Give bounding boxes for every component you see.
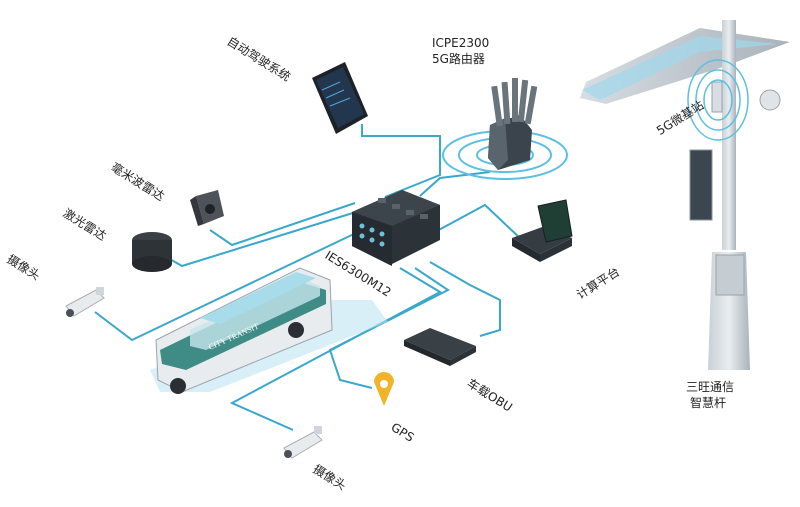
- camera-left: [65, 287, 105, 317]
- label-smart-pole-line2: 智慧杆: [690, 396, 727, 410]
- ies-switch: [352, 190, 440, 266]
- link-mmwave: [209, 202, 356, 247]
- label-router-name: 5G路由器: [432, 52, 485, 66]
- label-router-model: ICPE2300: [432, 36, 490, 50]
- pole-screen: [689, 149, 713, 221]
- base-station-wave-icon: [687, 59, 749, 141]
- compute-platform: [512, 199, 573, 262]
- gps-antenna: [374, 372, 394, 406]
- base-station-unit: [711, 81, 723, 113]
- link-camera-left: [94, 231, 359, 342]
- camera-bottom: [283, 426, 323, 459]
- pole-cabinet: [715, 254, 745, 296]
- link-lidar: [167, 211, 357, 268]
- vehicle-obu: [404, 328, 476, 366]
- smart-pole: [580, 20, 790, 370]
- link-obu: [429, 261, 501, 337]
- pole-arm-light: [582, 36, 778, 100]
- link-camera-bottom: [229, 267, 443, 431]
- link-autodrive: [361, 124, 441, 198]
- link-compute: [434, 203, 523, 241]
- bus: CITY TRANSIT: [150, 267, 388, 394]
- connection-lines: [94, 124, 523, 431]
- autodrive-tablet: [312, 62, 368, 134]
- lidar: [132, 232, 172, 272]
- router-5g: [442, 78, 568, 180]
- pole-upper: [722, 20, 736, 250]
- label-smart-pole-line1: 三旺通信: [686, 380, 735, 394]
- mmwave-radar: [190, 190, 224, 226]
- pole-camera: [759, 89, 781, 111]
- link-router: [419, 171, 491, 197]
